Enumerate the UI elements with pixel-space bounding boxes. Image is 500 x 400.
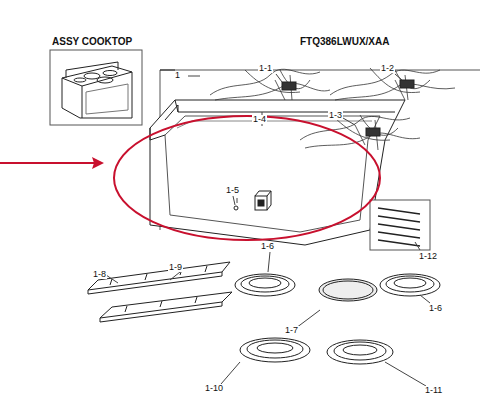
model-number: FTQ386LWUX/XAA xyxy=(300,37,389,47)
callout-number: 1 xyxy=(174,71,181,80)
callout-number: 1-1 xyxy=(258,64,273,73)
diagram-title: ASSY COOKTOP xyxy=(52,37,132,47)
callout-number: 1-10 xyxy=(204,384,224,393)
callout-number: 1-2 xyxy=(380,64,395,73)
callout-number: 1-3 xyxy=(328,111,343,120)
callout-number: 1-6 xyxy=(260,242,275,251)
callout-number: 1-11 xyxy=(424,386,443,395)
callout-number: 1-9 xyxy=(168,263,183,272)
callout-number: 1-6 xyxy=(428,304,443,313)
callout-number: 1-7 xyxy=(284,326,299,335)
callout-number: 1-12 xyxy=(418,252,438,261)
callout-number: 1-8 xyxy=(92,270,107,279)
callout-number: 1-4 xyxy=(252,115,267,124)
callout-number: 1-5 xyxy=(225,186,240,195)
